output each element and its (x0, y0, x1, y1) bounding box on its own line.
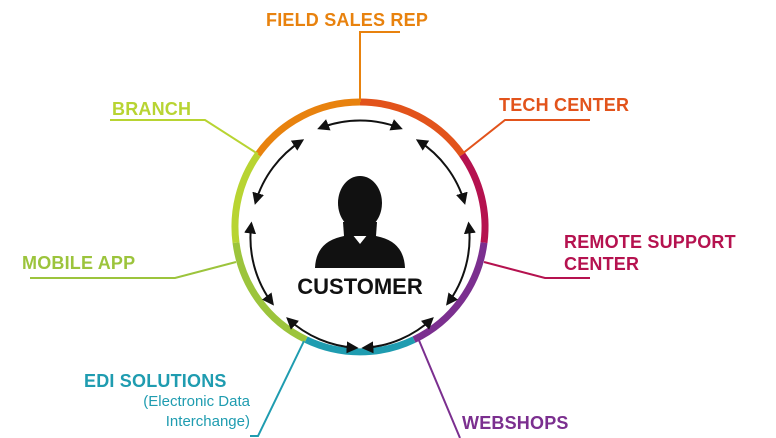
label-edi-sub-line2: Interchange) (165, 413, 250, 430)
connector-edi (250, 340, 305, 437)
arrow-arc-left (244, 221, 274, 306)
connector-field-sales-rep (359, 31, 400, 102)
label-branch: BRANCH (112, 99, 192, 119)
label-edi-solutions: EDI SOLUTIONS (84, 371, 227, 391)
connector-tech-center (461, 119, 590, 155)
ring-segment-tech-center (359, 98, 466, 157)
arrow-arc-upper-left (252, 139, 305, 205)
label-webshops: WEBSHOPS (462, 413, 569, 433)
connector-webshops (417, 337, 461, 438)
label-field-sales-rep: FIELD SALES REP (266, 10, 429, 30)
label-remote-support-line2: CENTER (564, 254, 640, 274)
arrow-arc-upper-right (415, 139, 468, 205)
person-silhouette-icon (315, 176, 405, 268)
label-edi-sub-line1: (Electronic Data (143, 393, 250, 410)
arrow-arc-right (446, 221, 476, 306)
label-mobile-app: MOBILE APP (22, 253, 136, 273)
label-tech-center: TECH CENTER (499, 95, 630, 115)
label-remote-support-line1: REMOTE SUPPORT (564, 232, 736, 252)
connector-branch (110, 119, 259, 155)
connector-mobile-app (30, 261, 237, 279)
ring-segment-field-sales-rep (254, 98, 361, 157)
connector-remote-support (483, 261, 590, 279)
arrow-arc-lower-right (361, 317, 434, 354)
ring-segment-remote-support (459, 152, 489, 244)
ring-segment-branch (231, 152, 261, 244)
arrow-arc-top (317, 119, 403, 131)
center-label-customer: CUSTOMER (297, 274, 423, 299)
arrow-arc-lower-left (286, 317, 359, 354)
